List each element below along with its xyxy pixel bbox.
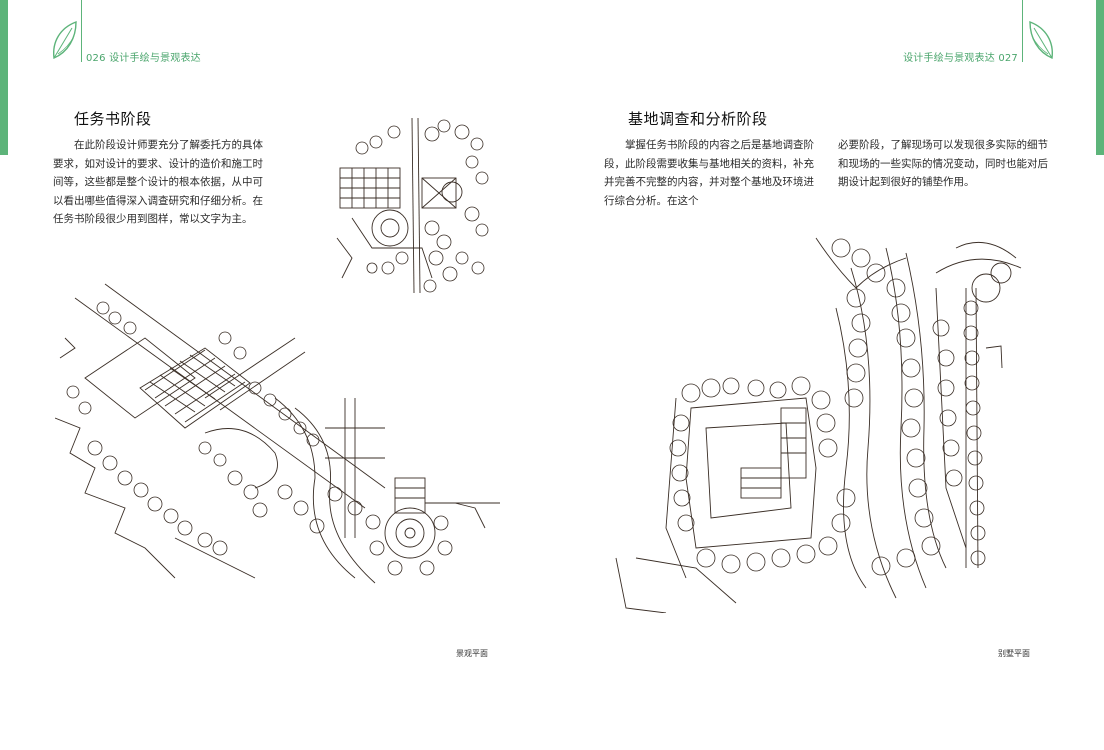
left-running-title: 设计手绘与景观表达 [109,53,201,64]
small-site-plan-sketch [336,118,489,294]
right-page-header: 设计手绘与景观表达 027 [903,49,1018,64]
left-page-number: 026 [86,53,106,64]
leaf-logo-icon [1029,20,1053,60]
right-running-title: 设计手绘与景观表达 [903,53,995,64]
left-section-title: 任务书阶段 [74,110,152,128]
villa-plan-sketch [615,237,1022,613]
right-edge-bar [1096,0,1104,155]
right-figure-caption: 别墅平面 [998,649,1030,658]
left-page-header: 026 设计手绘与景观表达 [86,49,201,64]
right-body-text-col1: 掌握任务书阶段的内容之后是基地调查阶段，此阶段需要收集与基地相关的资料，补充并完… [604,136,820,210]
left-figure-caption: 景观平面 [456,649,488,658]
right-header-rule [1022,0,1023,62]
right-body-content-col1: 掌握任务书阶段的内容之后是基地调查阶段，此阶段需要收集与基地相关的资料，补充并完… [604,139,814,207]
landscape-plan-sketch [55,283,500,584]
left-body-content: 在此阶段设计师要充分了解委托方的具体要求，如对设计的要求、设计的造价和施工时间等… [53,139,263,225]
left-header-rule [81,0,82,62]
right-body-text-col2: 必要阶段，了解现场可以发现很多实际的细节和现场的一些实际的情况变动，同时也能对后… [838,139,1048,188]
left-edge-bar [0,0,8,155]
right-section-title: 基地调查和分析阶段 [628,110,768,128]
leaf-logo-icon [53,20,77,60]
right-page-number: 027 [998,53,1018,64]
left-body-text: 在此阶段设计师要充分了解委托方的具体要求，如对设计的要求、设计的造价和施工时间等… [53,136,273,229]
